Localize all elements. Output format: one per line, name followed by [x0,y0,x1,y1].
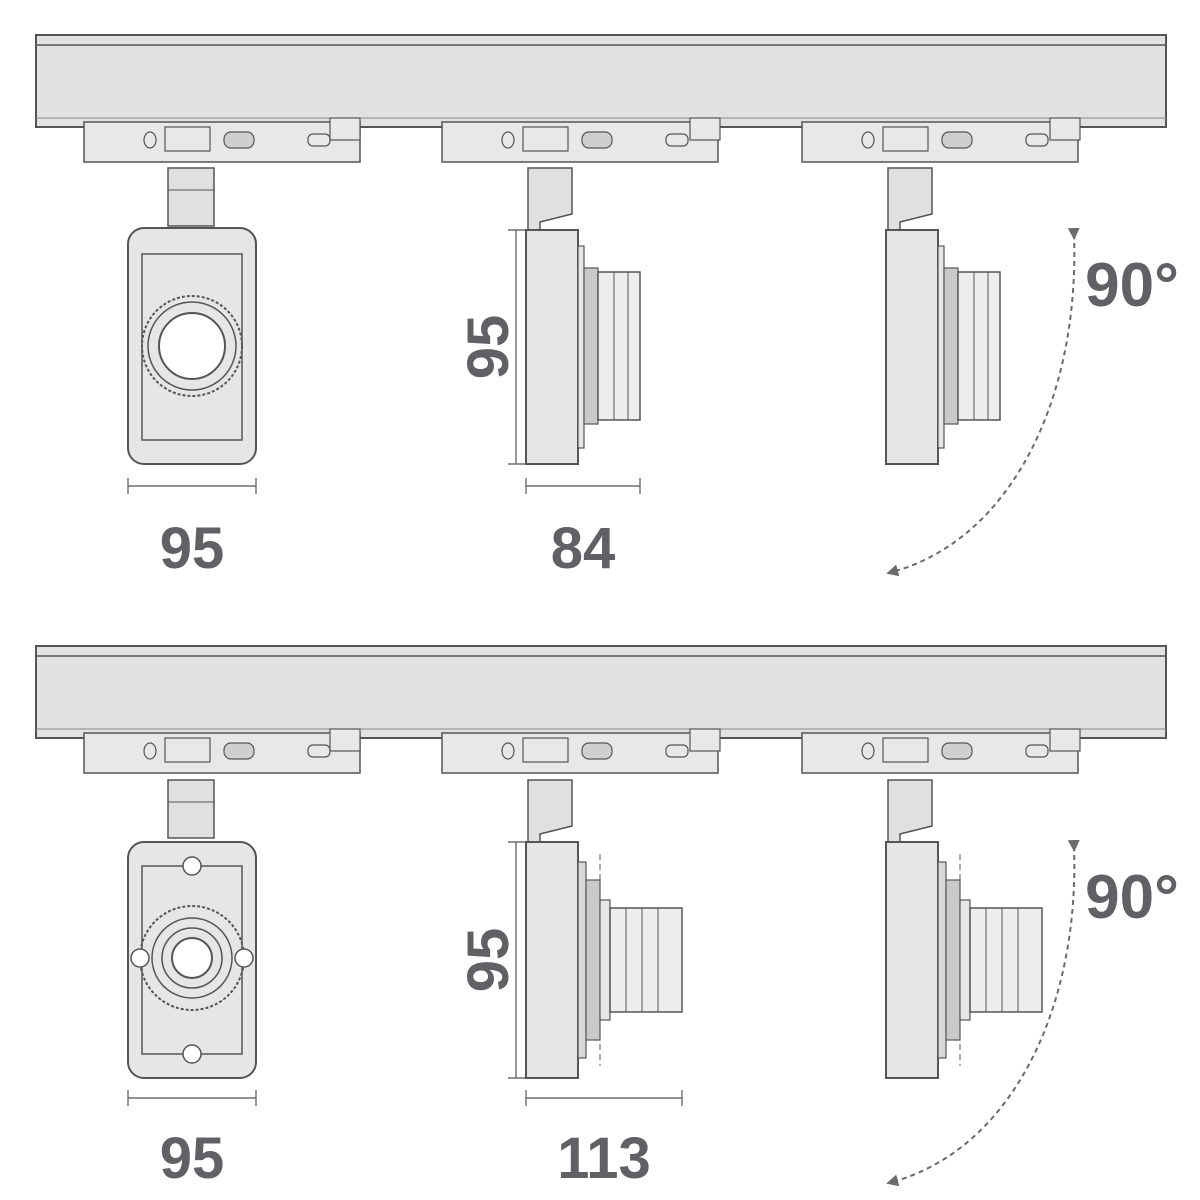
rotated-view-spotlight [885,167,1001,465]
front-width-dimension [127,478,257,494]
track-adapter [83,117,361,163]
side-height-dimension [508,229,526,465]
rotation-arrow [886,839,1080,1187]
side-depth-label: 113 [557,1126,651,1191]
side-height-label: 95 [456,315,521,380]
track-rail-1 [35,34,1167,128]
front-width-label: 95 [160,516,225,581]
side-depth-dimension [525,478,641,494]
front-view-spotlight [127,167,257,465]
track-adapter [83,728,361,774]
track-adapter [801,117,1081,163]
track-adapter [441,117,721,163]
front-width-dimension [127,1090,257,1106]
row-2: 95 95 113 [35,645,1179,1191]
track-adapter [801,728,1081,774]
rotation-label: 90° [1085,251,1179,320]
rotation-arrow [886,227,1080,577]
track-rail-2 [35,645,1167,739]
side-view-spotlight [525,167,641,465]
rotation-label: 90° [1085,863,1179,932]
side-height-label: 95 [456,928,521,993]
front-view-spotlight-zoom [127,779,257,1079]
track-adapter [441,728,721,774]
rotated-view-spotlight-zoom [885,779,1043,1079]
row-1: 95 95 84 [35,34,1179,581]
side-depth-label: 84 [551,516,616,581]
side-view-spotlight-zoom [525,779,683,1079]
side-height-dimension [508,841,526,1079]
front-width-label: 95 [160,1126,225,1191]
side-depth-dimension [525,1090,683,1106]
